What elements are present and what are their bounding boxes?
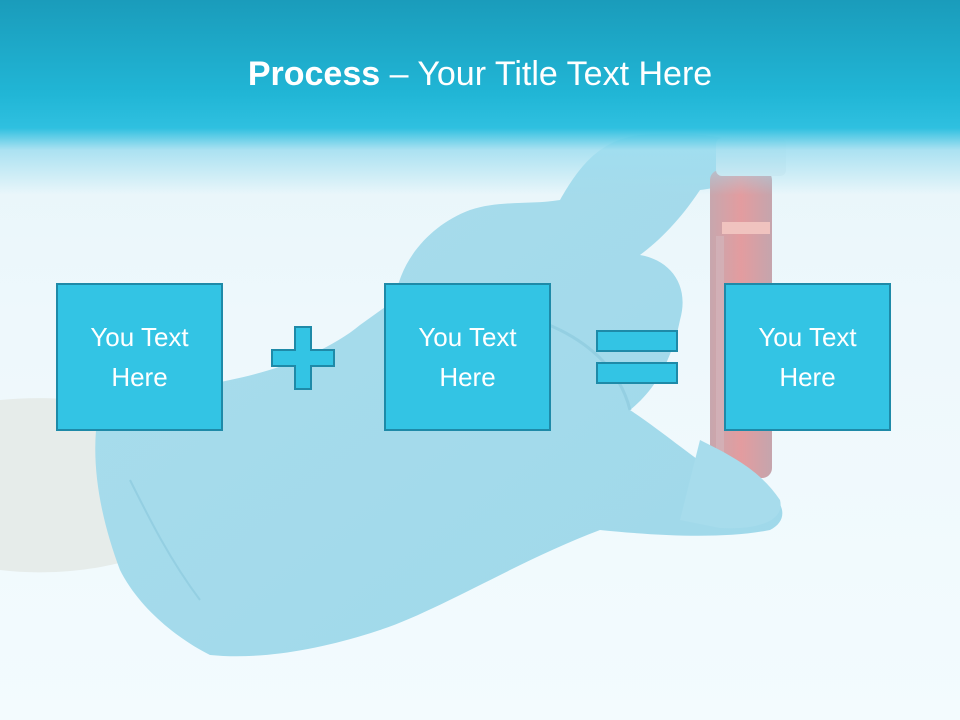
box-line-2: Here bbox=[439, 362, 496, 392]
process-box-text: You Text Here bbox=[418, 317, 516, 397]
plus-icon[interactable] bbox=[271, 326, 335, 390]
title-bold-part: Process bbox=[247, 55, 381, 93]
process-box-3[interactable]: You Text Here bbox=[724, 283, 891, 431]
process-box-text: You Text Here bbox=[758, 317, 856, 397]
box-line-2: Here bbox=[111, 362, 168, 392]
box-line-1: You Text bbox=[758, 322, 857, 352]
equals-icon[interactable] bbox=[596, 330, 678, 384]
title-band bbox=[0, 0, 960, 195]
title-rest-part: – Your Title Text Here bbox=[380, 55, 713, 93]
box-line-1: You Text bbox=[418, 322, 517, 352]
box-line-1: You Text bbox=[90, 322, 189, 352]
box-line-2: Here bbox=[779, 362, 836, 392]
process-box-1[interactable]: You Text Here bbox=[56, 283, 223, 431]
slide-title[interactable]: Process – Your Title Text Here bbox=[0, 52, 960, 96]
process-box-2[interactable]: You Text Here bbox=[384, 283, 551, 431]
process-box-text: You Text Here bbox=[90, 317, 188, 397]
